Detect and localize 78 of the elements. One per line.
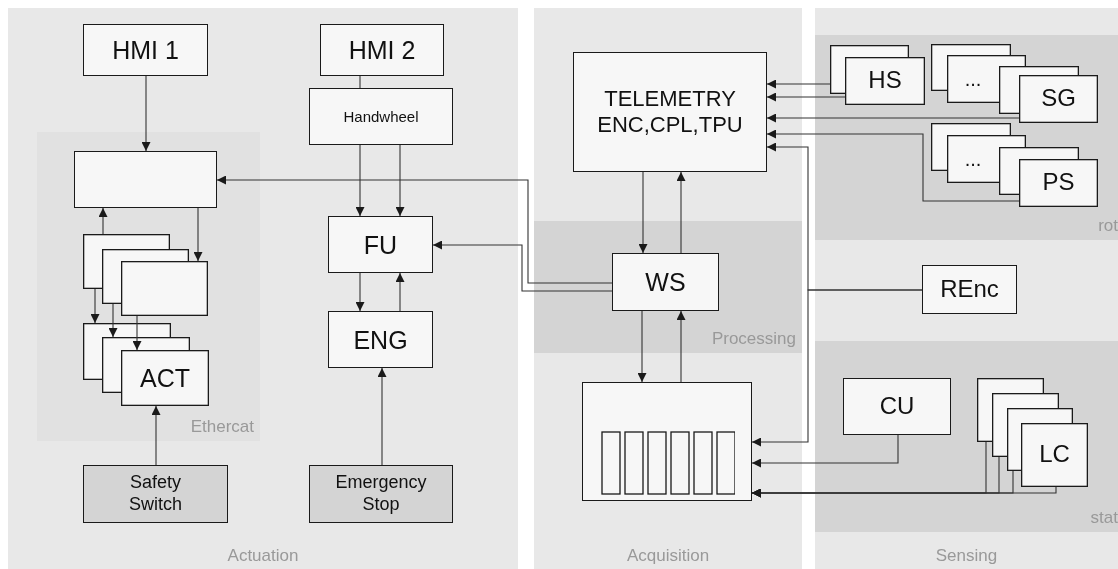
arrow [132,315,142,351]
process-box [320,24,444,76]
card-stack [977,378,1088,487]
group-band [815,35,1118,240]
section-panel [534,8,802,569]
card-stack [931,123,1098,207]
box-label: Safety Switch [129,472,182,516]
arrow [141,75,151,152]
process-box [83,24,208,76]
arrow [676,310,686,383]
arrow [766,79,831,89]
section-panel [815,8,1118,569]
process-box [309,88,453,145]
group-band [37,132,260,441]
arrow [377,367,387,466]
process-box [582,382,752,501]
arrow [638,171,648,254]
box-label: ... [963,147,983,171]
box-label: HMI 2 [348,35,416,65]
arrow [216,175,613,284]
arrow [751,434,899,468]
arrow [395,144,405,217]
process-box [922,265,1017,314]
group-band [534,221,802,353]
box-label: REnc [940,275,999,304]
box-label: LC [1038,440,1071,469]
section-panel [8,8,518,569]
box-label: ENG [353,324,408,355]
input-device-box [83,465,228,523]
process-box [74,151,217,208]
process-box [612,253,719,311]
process-box [328,311,433,368]
card-stack [83,323,209,406]
arrow [108,303,118,338]
card-stack [83,234,208,316]
arrow [637,310,647,383]
arrow [98,207,108,235]
arrow [432,240,613,292]
arrow [676,171,686,254]
box-label: PS [1041,168,1076,197]
box-label: CU [879,392,915,421]
box-label: TELEMETRY [604,85,736,112]
arrow [395,272,405,312]
arrow [193,207,203,262]
section-label: Sensing [934,546,999,566]
process-box [843,378,951,435]
process-box [328,216,433,273]
box-label: HS [867,66,903,95]
box-label: FU [363,229,398,260]
arrow [766,129,1020,202]
box-label: Emergency Stop [335,472,427,516]
box-label: ACT [139,363,191,393]
box-label: WS [645,267,686,297]
arrow [766,92,846,102]
box-label: ... [963,67,983,91]
box-label: Handwheel [343,107,419,126]
arrow [355,272,365,312]
group-label: Processing [711,329,796,349]
arrow [751,486,1057,498]
arrow [151,405,161,466]
process-box [573,52,767,172]
box-label: HMI 1 [112,35,179,65]
box-label: SG [1040,84,1077,113]
input-device-box [309,465,453,523]
arrow [90,288,100,324]
arrow [355,144,365,217]
box-label: ENC,CPL,TPU [597,112,743,139]
section-label: Actuation [226,546,300,566]
arrow [766,113,1020,123]
group-label: rot [1098,216,1118,236]
section-label: Acquisition [625,546,711,566]
group-label: stat [1090,508,1118,528]
connector-line [359,75,361,89]
arrow [751,289,923,447]
card-stack [830,45,925,105]
group-band [815,341,1118,532]
group-label: Ethercat [190,417,254,437]
card-stack [931,44,1098,123]
